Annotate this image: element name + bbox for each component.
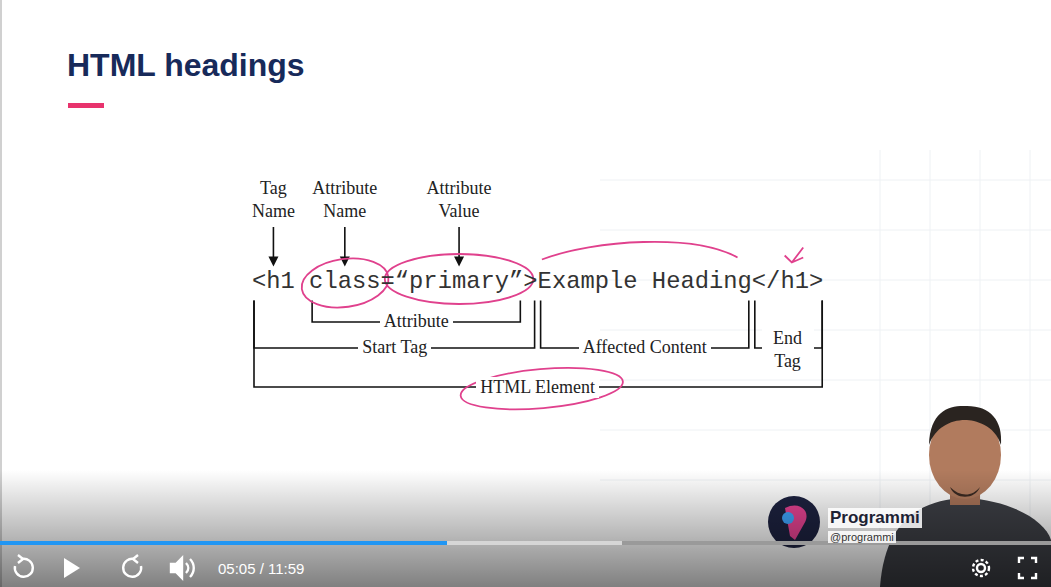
attribute-value-label: Attribute Value xyxy=(411,177,507,223)
progress-played xyxy=(0,541,447,545)
arrow-head xyxy=(268,257,278,267)
progress-buffer xyxy=(0,541,622,545)
arrow-head xyxy=(454,257,464,267)
bracket-label: Start Tag xyxy=(358,337,431,358)
bracket-label: Affected Content xyxy=(579,337,711,358)
pointer-arrow xyxy=(273,227,275,259)
pointer-arrow xyxy=(344,227,346,259)
player-shade xyxy=(0,470,1051,587)
code-sample: <h1 class=“primary”>Example Heading</h1> xyxy=(252,268,823,295)
pen-arrow xyxy=(785,248,804,263)
channel-handle: @programmi xyxy=(828,531,896,543)
pen-circle xyxy=(459,362,625,415)
player-icons xyxy=(15,555,1036,578)
tag-name-label: Tag Name xyxy=(245,177,301,223)
slide-title: HTML headings xyxy=(67,47,305,84)
play-icon xyxy=(64,558,80,578)
pen-arc xyxy=(542,242,738,260)
bracket-line xyxy=(254,301,822,388)
bracket-label: End Tag xyxy=(762,327,814,373)
attribute-name-label: Attribute Name xyxy=(300,177,390,223)
video-time: 05:05 / 11:59 xyxy=(218,560,304,577)
bracket-label: Attribute xyxy=(380,311,453,332)
bracket-label: HTML Element xyxy=(476,377,599,398)
title-underline xyxy=(68,103,104,108)
channel-name: Programmi xyxy=(828,508,922,528)
